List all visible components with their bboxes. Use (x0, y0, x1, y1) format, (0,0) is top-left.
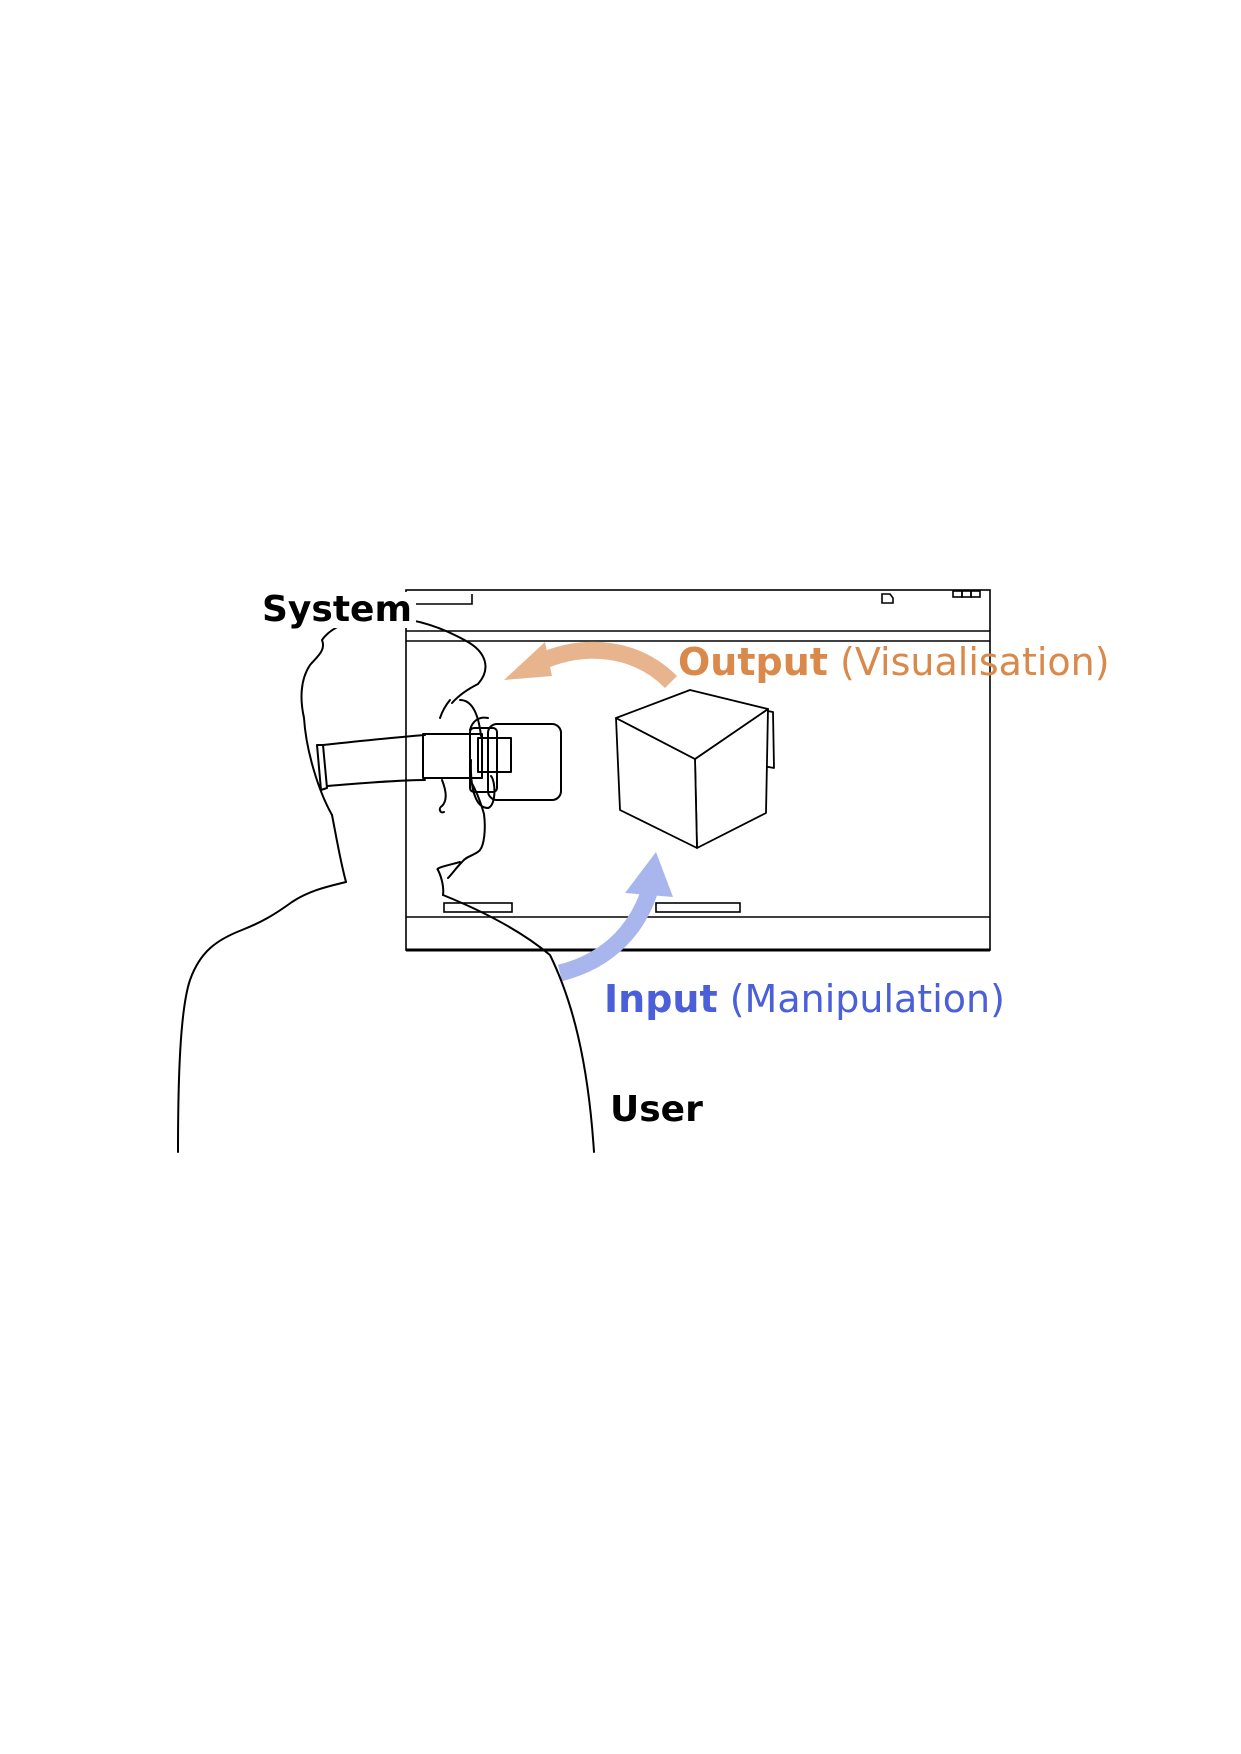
window-status-field-left (443, 902, 513, 913)
3d-cube (615, 689, 775, 849)
window-document-icon (881, 593, 894, 604)
application-window (405, 589, 991, 952)
person-body-outline (177, 881, 347, 1153)
input-arrow (557, 852, 673, 982)
person-face (459, 699, 482, 737)
window-status-field-center (655, 902, 741, 913)
window-control-maximize (961, 590, 972, 598)
person-hair (300, 616, 487, 816)
window-control-close (970, 590, 981, 598)
vr-headset-front (487, 723, 562, 801)
output-label-strong: Output (678, 640, 828, 684)
cube-top-face (615, 689, 769, 760)
user-label: User (610, 1089, 703, 1130)
vr-headset-body (469, 727, 498, 793)
window-control-minimize (952, 590, 963, 598)
input-label-strong: Input (604, 977, 718, 1021)
input-label-detail: (Manipulation) (729, 977, 1005, 1021)
system-label: System (262, 592, 416, 628)
input-label: Input (Manipulation) (604, 980, 1005, 1018)
output-label: Output (Visualisation) (678, 643, 1110, 681)
output-label-detail: (Visualisation) (840, 640, 1110, 684)
person-with-vr-headset (177, 616, 595, 1153)
window-title-bar (406, 594, 473, 605)
output-arrow (504, 641, 678, 689)
